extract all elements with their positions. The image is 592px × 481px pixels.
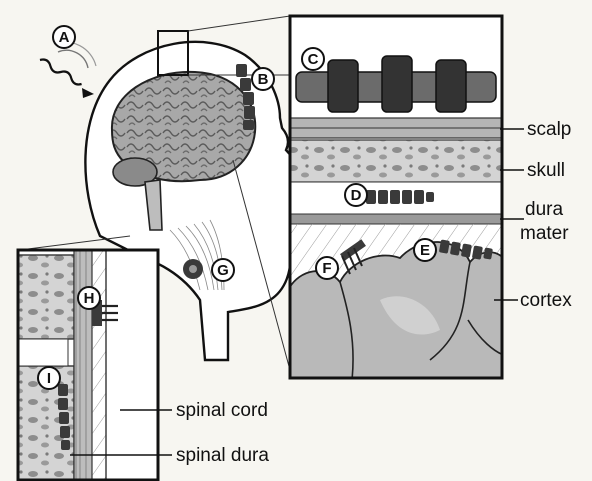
marker-f: F: [316, 257, 338, 279]
cortex-inset: [288, 16, 506, 380]
marker-c: C: [302, 48, 324, 70]
label-scalp: scalp: [527, 119, 571, 140]
svg-text:F: F: [322, 260, 331, 277]
label-dura-2: mater: [520, 223, 569, 244]
svg-text:G: G: [217, 262, 229, 279]
electrode-g: [183, 259, 203, 279]
label-dura-1: dura: [525, 199, 563, 220]
svg-text:I: I: [47, 370, 51, 387]
marker-a: A: [53, 26, 75, 48]
label-spinal-cord: spinal cord: [176, 400, 268, 421]
marker-i: I: [38, 367, 60, 389]
label-cortex: cortex: [520, 290, 572, 311]
wave-icon: [39, 42, 97, 98]
svg-text:B: B: [258, 71, 269, 88]
skull-layer: [288, 140, 504, 182]
label-spinal-dura: spinal dura: [176, 445, 269, 466]
svg-text:A: A: [59, 29, 70, 46]
svg-text:H: H: [84, 290, 95, 307]
marker-d: D: [345, 184, 367, 206]
svg-text:E: E: [420, 242, 430, 259]
label-skull: skull: [527, 160, 565, 181]
spinal-cord: [106, 248, 162, 481]
marker-b: B: [252, 68, 274, 90]
marker-e: E: [414, 239, 436, 261]
connector-line: [188, 16, 290, 31]
dura-layer: [288, 214, 504, 224]
spine-inset: [16, 248, 162, 481]
marker-g: G: [212, 259, 234, 281]
svg-text:D: D: [351, 187, 362, 204]
marker-h: H: [78, 287, 100, 309]
svg-text:C: C: [308, 51, 319, 68]
